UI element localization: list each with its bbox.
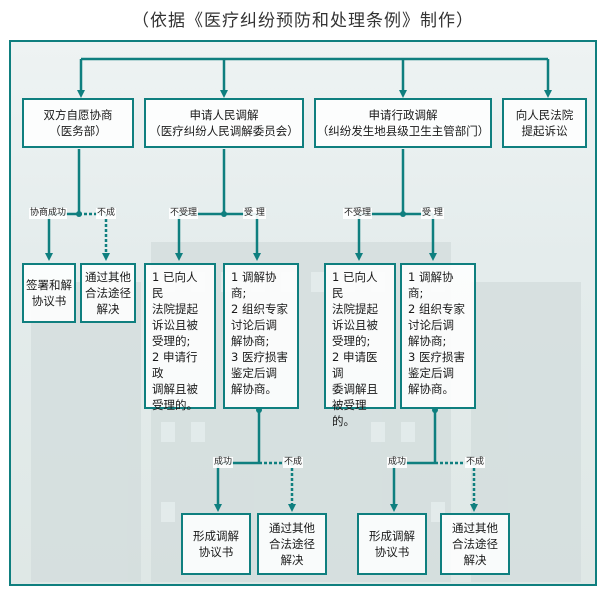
people-other-means-box: 通过其他 合法途径 解决 xyxy=(257,513,327,575)
label-negotiation-fail: 不成 xyxy=(96,208,117,219)
label-admin-accept: 受 理 xyxy=(421,208,444,219)
lawsuit-line1: 向人民法院 xyxy=(515,108,574,122)
negotiation-dept: （医务部） xyxy=(49,124,107,138)
people-mediation-label: 申请人民调解 xyxy=(189,108,259,122)
label-people-accept: 受 理 xyxy=(243,208,266,219)
label-admin-reject: 不受理 xyxy=(343,208,373,219)
admin-mediation-dept: （纠纷发生地县级卫生主管部门） xyxy=(316,124,490,138)
people-mediation-dept: （医疗纠纷人民调解委员会） xyxy=(149,124,299,138)
people-mediation-agreement-box: 形成调解 协议书 xyxy=(181,513,251,575)
label-people-reject: 不受理 xyxy=(169,208,199,219)
people-accept-box: 1 调解协商; 2 组织专家 讨论后调 解协商; 3 医疗损害 鉴定后调 解协商… xyxy=(223,263,299,409)
admin-mediation-label: 申请行政调解 xyxy=(368,108,438,122)
admin-other-means-box: 通过其他 合法途径 解决 xyxy=(440,513,510,575)
people-mediation-box: 申请人民调解 （医疗纠纷人民调解委员会） xyxy=(144,98,304,148)
negotiation-other-means-box: 通过其他 合法途径 解决 xyxy=(80,263,136,323)
page-title: （依据《医疗纠纷预防和处理条例》制作） xyxy=(132,11,474,31)
people-reject-box: 1 已向人民 法院提起 诉讼且被 受理的; 2 申请行政 调解且被 受理的。 xyxy=(144,263,216,412)
admin-mediation-agreement-box: 形成调解 协议书 xyxy=(357,513,427,575)
label-people-fail: 不成 xyxy=(283,457,304,468)
label-people-success: 成功 xyxy=(213,457,234,468)
admin-reject-box: 1 已向人民 法院提起 诉讼且被 受理的; 2 申请医调 委调解且 被受理的。 xyxy=(324,263,396,428)
admin-accept-box: 1 调解协商; 2 组织专家 讨论后调 解协商; 3 医疗损害 鉴定后调 解协商… xyxy=(400,263,476,409)
flowchart-frame: 双方自愿协商 （医务部） 申请人民调解 （医疗纠纷人民调解委员会） 申请行政调解… xyxy=(9,40,597,586)
admin-mediation-box: 申请行政调解 （纠纷发生地县级卫生主管部门） xyxy=(314,98,492,148)
lawsuit-line2: 提起诉讼 xyxy=(521,124,568,138)
lawsuit-box: 向人民法院 提起诉讼 xyxy=(502,98,587,148)
label-admin-fail: 不成 xyxy=(465,457,486,468)
label-admin-success: 成功 xyxy=(387,457,408,468)
negotiation-box: 双方自愿协商 （医务部） xyxy=(22,98,134,148)
label-negotiation-success: 协商成功 xyxy=(29,208,68,219)
negotiation-label: 双方自愿协商 xyxy=(43,108,113,122)
settlement-agreement-box: 签署和解 协议书 xyxy=(22,263,76,323)
